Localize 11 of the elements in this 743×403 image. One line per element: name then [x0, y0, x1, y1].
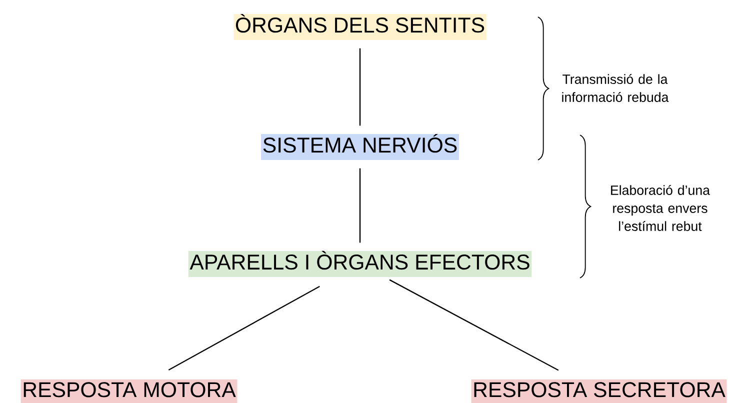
term-box: RESPOSTA MOTORA: [20, 379, 238, 403]
term-box: SISTEMA NERVIÓS: [261, 134, 459, 160]
connector-line: [168, 286, 320, 371]
term-box: ÒRGANS DELS SENTITS: [234, 14, 486, 40]
connector-line: [359, 168, 361, 243]
term-box: RESPOSTA SECRETORA: [471, 379, 727, 403]
note-text: Transmissió de la informació rebuda: [562, 74, 669, 102]
note-text: Elaboració d’una resposta envers l’estímul rebut: [611, 185, 710, 231]
term-box: APARELLS I ÒRGANS EFECTORS: [188, 250, 532, 278]
connector-line: [359, 48, 361, 126]
connector-line: [389, 279, 559, 371]
